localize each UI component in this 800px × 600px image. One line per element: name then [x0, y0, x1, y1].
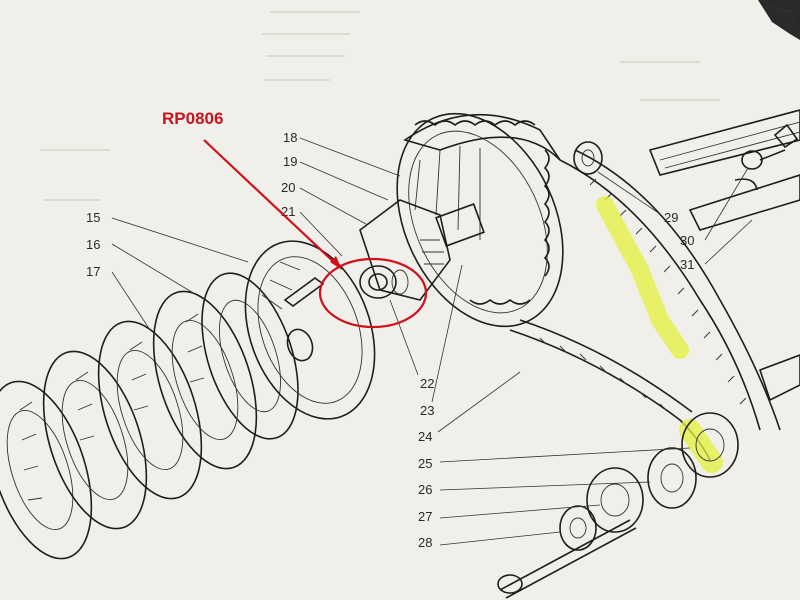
- chain-tensioner: [648, 109, 800, 231]
- clutch-plate-stack: [0, 272, 299, 560]
- part-number-22: 22: [420, 376, 434, 391]
- clutch-hub: [359, 199, 485, 301]
- gearbox-sprocket-assembly: [497, 354, 800, 599]
- callout-circle: [318, 257, 428, 329]
- callout-arrow-line: [203, 139, 339, 267]
- part-number-23: 23: [420, 403, 434, 418]
- part-number-19: 19: [283, 154, 297, 169]
- part-number-24: 24: [418, 429, 432, 444]
- leader-lines: [111, 137, 753, 546]
- highlighter-marks: [596, 196, 723, 473]
- part-number-29: 29: [664, 210, 678, 225]
- clutch-drum: [396, 112, 564, 328]
- corner-artwork: [758, 0, 800, 40]
- part-number-15: 15: [86, 210, 100, 225]
- part-number-21: 21: [281, 204, 295, 219]
- part-number-26: 26: [418, 482, 432, 497]
- part-callout: RP0806: [162, 109, 428, 329]
- show-through-text: [40, 11, 720, 201]
- part-number-31: 31: [680, 257, 694, 272]
- pressure-plate: [244, 240, 376, 420]
- part-number-30: 30: [680, 233, 694, 248]
- part-number-20: 20: [281, 180, 295, 195]
- part-number-25: 25: [418, 456, 432, 471]
- part-number-16: 16: [86, 237, 100, 252]
- part-number-27: 27: [418, 509, 432, 524]
- part-number-17: 17: [86, 264, 100, 279]
- part-number-18: 18: [283, 130, 297, 145]
- part-number-28: 28: [418, 535, 432, 550]
- ring-fitting: [573, 141, 603, 175]
- part-reference-label: RP0806: [162, 109, 223, 128]
